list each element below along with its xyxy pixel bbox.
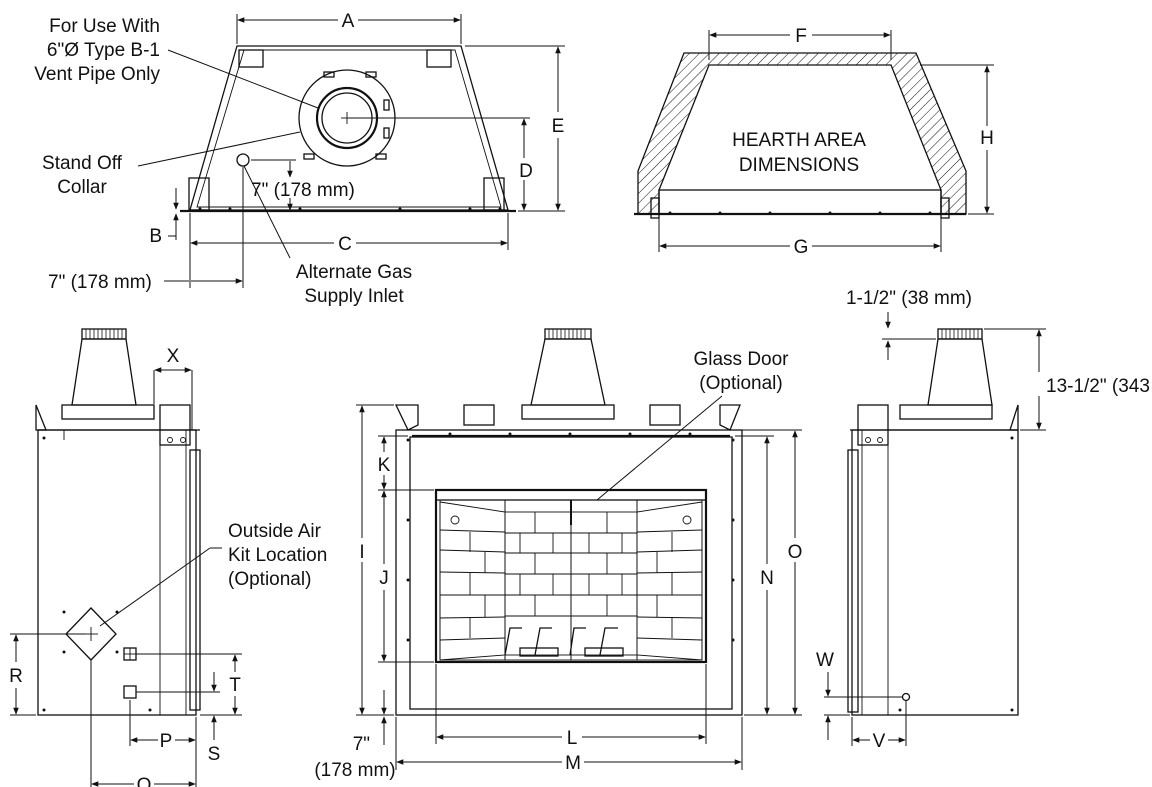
gas-note-line-1: Alternate Gas bbox=[296, 262, 412, 283]
dim-label-x: X bbox=[167, 346, 180, 367]
dim-label-v: V bbox=[873, 731, 886, 752]
dim-label-e: E bbox=[552, 116, 565, 137]
hearth-title-line-1: HEARTH AREA bbox=[732, 130, 866, 151]
dim-7in-inner: 7" (178 mm) bbox=[251, 180, 355, 201]
vent-note-line-3: Vent Pipe Only bbox=[34, 64, 160, 85]
dim-label-n: N bbox=[760, 568, 774, 589]
left-side-view: X R T S P Q Outside Air Kit Location (Op… bbox=[9, 328, 327, 787]
dim-label-j: J bbox=[379, 568, 389, 589]
collar-note-line-2: Collar bbox=[57, 177, 107, 198]
dim-label-w: W bbox=[816, 650, 834, 671]
dim-height-label: 13-1/2" (343 mm) bbox=[1046, 376, 1152, 397]
dim-label-d: D bbox=[519, 161, 533, 182]
glass-door bbox=[439, 499, 703, 661]
dim-label-a: A bbox=[342, 11, 355, 32]
dim-7in-front-line-1: 7" bbox=[353, 734, 370, 755]
dim-label-p: P bbox=[160, 731, 173, 752]
hearth-title-line-2: DIMENSIONS bbox=[739, 155, 859, 176]
dim-label-b: B bbox=[149, 226, 162, 247]
right-side-body bbox=[851, 429, 1019, 716]
log-grate bbox=[504, 627, 624, 657]
dim-label-c: C bbox=[338, 234, 352, 255]
air-note-line-3: (Optional) bbox=[228, 569, 311, 590]
dim-label-i: I bbox=[359, 542, 364, 563]
gas-connection bbox=[901, 692, 911, 702]
dim-label-t: T bbox=[229, 675, 241, 696]
gas-note-line-2: Supply Inlet bbox=[304, 286, 404, 307]
air-note-line-1: Outside Air bbox=[228, 521, 322, 542]
dim-label-g: G bbox=[794, 237, 809, 258]
vent-note-line-2: 6"Ø Type B-1 bbox=[47, 40, 160, 61]
door-note-line-1: Glass Door bbox=[693, 349, 789, 370]
right-side-view: 1-1/2" (38 mm) 13-1/2" (343 mm) W V bbox=[816, 288, 1152, 752]
top-view: A E D 7" (178 mm) B C 7" (178 mm) bbox=[34, 11, 565, 307]
vent-note-line-1: For Use With bbox=[49, 16, 160, 37]
dim-label-s: S bbox=[208, 744, 221, 765]
dim-label-l: L bbox=[567, 728, 578, 749]
dim-top-label: 1-1/2" (38 mm) bbox=[846, 288, 972, 309]
hearth-view: HEARTH AREA DIMENSIONS F H G bbox=[634, 26, 994, 258]
dim-label-r: R bbox=[9, 666, 23, 687]
door-note-line-2: (Optional) bbox=[699, 373, 782, 394]
front-body bbox=[395, 429, 743, 716]
dim-label-h: H bbox=[980, 128, 994, 149]
dim-label-o: O bbox=[788, 542, 803, 563]
dim-label-f: F bbox=[795, 26, 807, 47]
dim-label-m: M bbox=[565, 753, 581, 774]
air-note-line-2: Kit Location bbox=[228, 545, 327, 566]
dim-label-q: Q bbox=[137, 775, 152, 787]
left-side-body bbox=[37, 429, 197, 716]
gas-inlet bbox=[236, 153, 250, 167]
collar-note-line-1: Stand Off bbox=[42, 153, 123, 174]
front-view: I K J 7" (178 mm) L M N bbox=[314, 328, 803, 781]
dim-7in-outer: 7" (178 mm) bbox=[48, 272, 152, 293]
dim-7in-front-line-2: (178 mm) bbox=[314, 760, 395, 781]
dim-label-k: K bbox=[378, 455, 391, 476]
